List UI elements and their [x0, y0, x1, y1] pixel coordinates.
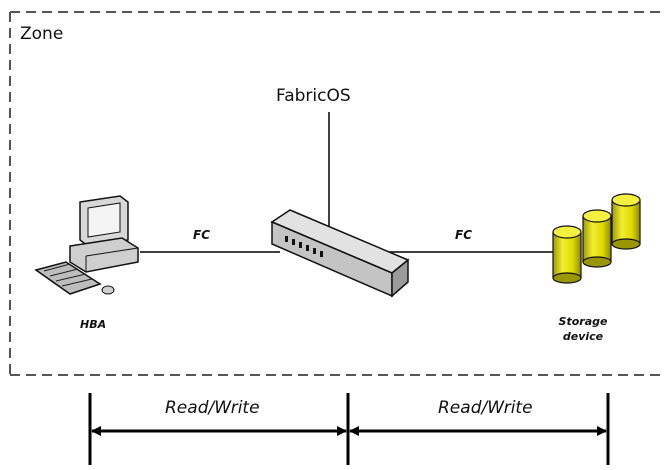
- storage-label-line2: device: [562, 330, 604, 343]
- storage-label-line1: Storage: [558, 315, 608, 328]
- read-write-label-right: Read/Write: [438, 398, 533, 418]
- fabricos-label: FabricOS: [276, 86, 351, 106]
- storage-device-label: Storage device: [548, 314, 618, 344]
- storage-cylinder-front: [552, 225, 582, 284]
- fc-label-right: FC: [455, 228, 473, 242]
- computer-icon: [34, 195, 139, 295]
- fc-label-left: FC: [193, 228, 211, 242]
- storage-cylinders-icon: [552, 193, 641, 284]
- storage-cylinder-back: [611, 193, 641, 250]
- storage-cylinder-middle: [582, 209, 612, 268]
- hba-label: HBA: [80, 318, 107, 331]
- network-switch-icon: [270, 209, 410, 298]
- read-write-label-left: Read/Write: [165, 398, 260, 418]
- zone-boundary: [9, 11, 665, 376]
- zone-label: Zone: [20, 24, 64, 44]
- read-write-spans: [88, 393, 610, 465]
